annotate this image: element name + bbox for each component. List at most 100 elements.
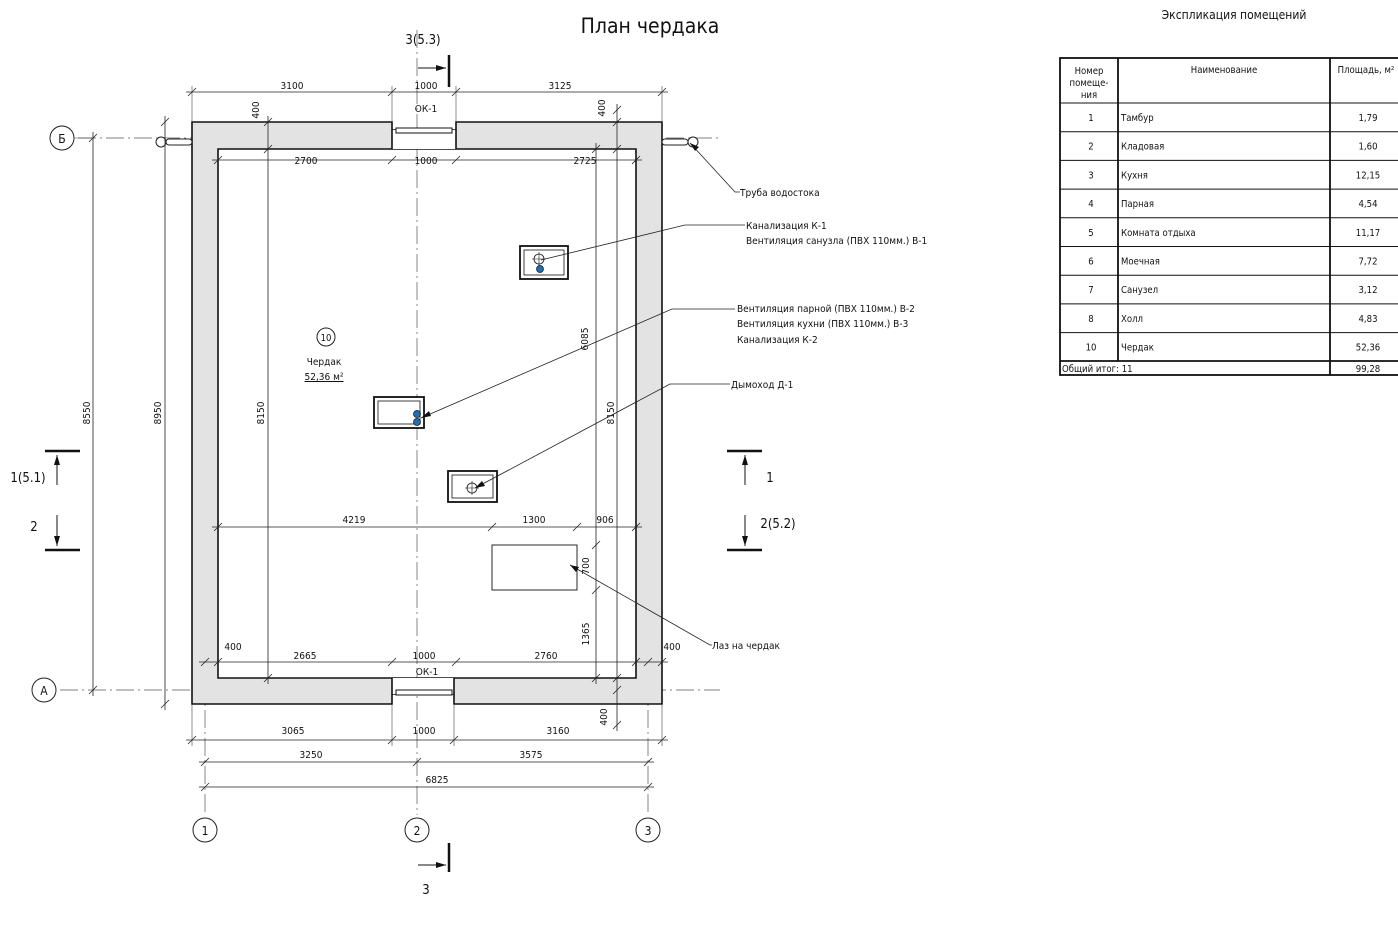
dim-label: 400 — [663, 642, 680, 653]
row-number: 2 — [1088, 142, 1093, 153]
dim-label: 6085 — [580, 328, 591, 351]
pipe-dot-icon — [413, 410, 421, 418]
window-bottom — [395, 689, 453, 696]
section-mark-bottom[interactable]: 3 — [418, 843, 451, 898]
dimension-lines — [88, 86, 668, 792]
dim-tick — [612, 673, 622, 683]
total-area: 99,28 — [1356, 364, 1380, 375]
dim-tick — [591, 540, 601, 550]
row-name: Моечная — [1121, 257, 1160, 268]
row-number: 5 — [1088, 228, 1093, 239]
callout-vent1: Вентиляция санузла (ПВХ 110мм.) В-1 — [746, 236, 927, 247]
dim-tick — [200, 657, 210, 667]
dim-label: 2700 — [295, 156, 318, 167]
section-mark-right-2[interactable]: 2(5.2) — [727, 515, 796, 552]
dim-label: 1000 — [415, 156, 438, 167]
dim-tick — [88, 685, 98, 695]
row-number: 7 — [1088, 285, 1093, 296]
axis-bubble-2[interactable]: 2 — [404, 817, 430, 843]
row-area: 4,83 — [1358, 314, 1377, 325]
row-number: 6 — [1088, 257, 1093, 268]
dim-tick — [612, 117, 622, 127]
callout-vent2: Вентиляция парной (ПВХ 110мм.) В-2 — [737, 304, 915, 315]
dim-tick — [263, 144, 273, 154]
dim-tick — [451, 155, 461, 165]
dim-tick — [200, 782, 210, 792]
row-name: Кладовая — [1121, 142, 1164, 153]
dim-label: 8550 — [82, 401, 93, 424]
dim-label: 400 — [224, 642, 241, 653]
row-area: 1,60 — [1358, 142, 1377, 153]
svg-text:1: 1 — [766, 471, 773, 486]
dim-tick — [612, 105, 622, 115]
dim-tick — [591, 144, 601, 154]
svg-text:1(5.1): 1(5.1) — [10, 471, 45, 486]
chimney-box[interactable] — [447, 470, 498, 503]
row-name: Кухня — [1121, 170, 1148, 181]
table-row: 10 Чердак 52,36 — [1060, 332, 1398, 354]
svg-text:2(5.2): 2(5.2) — [760, 517, 795, 532]
dim-tick — [263, 117, 273, 127]
section-mark-right-1[interactable]: 1 — [727, 449, 774, 486]
dim-tick — [591, 585, 601, 595]
dim-label: 1000 — [413, 726, 436, 737]
row-area: 12,15 — [1356, 170, 1380, 181]
svg-text:А: А — [40, 684, 48, 698]
svg-text:3: 3 — [422, 883, 429, 898]
row-number: 10 — [1086, 343, 1097, 354]
svg-text:3(5.3): 3(5.3) — [405, 33, 440, 48]
row-number: 1 — [1088, 113, 1093, 124]
dim-tick — [612, 144, 622, 154]
dim-label: 3250 — [300, 750, 323, 761]
svg-text:2: 2 — [414, 824, 421, 838]
attic-hatch[interactable] — [491, 544, 578, 591]
dim-tick — [631, 155, 641, 165]
pipe-dot-icon — [536, 265, 544, 273]
row-name: Санузел — [1121, 285, 1158, 296]
total-label: Общий итог: 11 — [1062, 364, 1133, 375]
dim-tick — [572, 522, 582, 532]
axis-bubble-a[interactable]: А — [31, 677, 57, 703]
svg-text:3: 3 — [645, 824, 652, 838]
dim-tick — [160, 117, 170, 127]
row-area: 52,36 — [1356, 343, 1380, 354]
dim-label: 3125 — [549, 81, 572, 92]
room-tag[interactable]: 10 Чердак 52,36 м² — [305, 327, 344, 383]
callout-hatch: Лаз на чердак — [712, 641, 780, 652]
sewer-vent-box[interactable] — [519, 245, 569, 280]
section-mark-left-2[interactable]: 2 — [30, 515, 80, 552]
axis-bubble-3[interactable]: 3 — [635, 817, 661, 843]
dim-tick — [612, 685, 622, 695]
section-marks: 3(5.3) 3 1(5.1) 2 1 2(5.2) — [10, 33, 795, 898]
callout-drain: Труба водостока — [739, 187, 820, 199]
row-name: Холл — [1121, 314, 1143, 325]
dim-label: 8950 — [153, 401, 164, 424]
dim-label: 1300 — [523, 515, 546, 526]
dim-tick — [412, 757, 422, 767]
vent-box[interactable] — [373, 396, 425, 429]
dim-tick — [631, 657, 641, 667]
dim-tick — [631, 522, 641, 532]
dim-label: 2725 — [574, 156, 597, 167]
axis-bubble-1[interactable]: 1 — [192, 817, 218, 843]
callout-chimney: Дымоход Д-1 — [731, 380, 793, 391]
section-mark-left-1[interactable]: 1(5.1) — [10, 449, 80, 486]
pipe-dot-icon — [413, 418, 421, 426]
dim-label: 2665 — [294, 651, 317, 662]
row-name: Чердак — [1121, 343, 1154, 354]
dim-label: 1000 — [415, 81, 438, 92]
dim-label: 4219 — [343, 515, 366, 526]
axis-bubble-b[interactable]: Б — [49, 125, 75, 151]
room-area: 52,36 м² — [305, 372, 344, 383]
dim-tick — [200, 757, 210, 767]
header-area: Площадь, м² — [1338, 65, 1395, 76]
section-mark-top[interactable]: 3(5.3) — [405, 33, 451, 87]
dim-label: 906 — [596, 515, 613, 526]
header-number: помеще- — [1070, 78, 1109, 89]
